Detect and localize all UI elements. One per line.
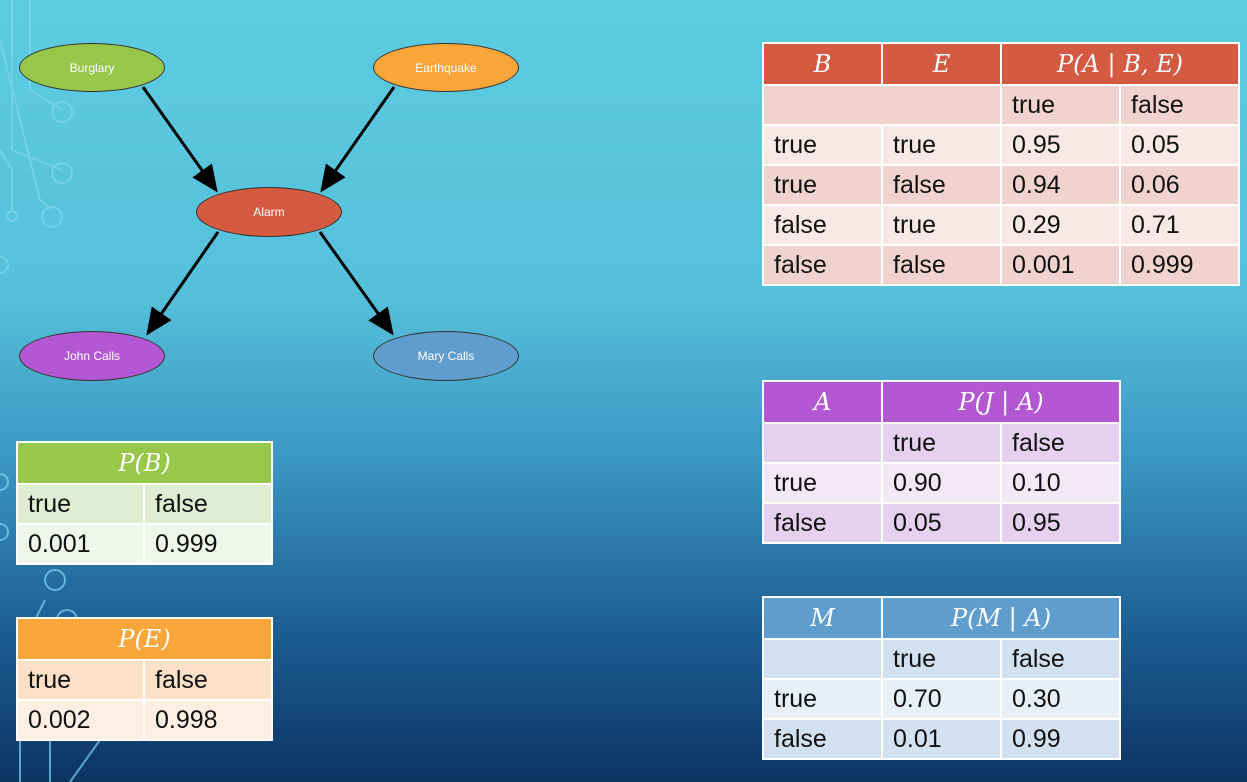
edge-alarm-john (146, 231, 220, 336)
header-p-b: P(B) (16, 441, 273, 485)
cell: 0.10 (1000, 462, 1121, 504)
cell: 0.001 (16, 523, 145, 565)
cell: false (762, 244, 883, 286)
header-e: E (881, 42, 1002, 86)
cell: true (762, 462, 883, 504)
header-p-e: P(E) (16, 617, 273, 661)
cell: 0.90 (881, 462, 1002, 504)
cell: true (762, 164, 883, 206)
table-header-row: B E P(A | B, E) (762, 42, 1240, 86)
table-header-row: P(E) (16, 617, 273, 661)
cell: false (762, 718, 883, 760)
cell: true (762, 124, 883, 166)
edge-burglary-alarm (141, 86, 218, 193)
cell: 0.95 (1000, 502, 1121, 544)
table-subheader-row: true false (762, 84, 1240, 126)
table-row: false true 0.29 0.71 (762, 204, 1240, 246)
table-header-row: A P(J | A) (762, 380, 1121, 424)
cell: 0.94 (1000, 164, 1121, 206)
cell: 0.05 (1119, 124, 1240, 166)
node-earthquake-label: Earthquake (415, 60, 477, 75)
cell: 0.001 (1000, 244, 1121, 286)
subheader-true: true (1000, 84, 1121, 126)
cell: 0.29 (1000, 204, 1121, 246)
cell: 0.70 (881, 678, 1002, 720)
cell: 0.95 (1000, 124, 1121, 166)
label-true: true (16, 483, 145, 525)
node-mary-calls: Mary Calls (373, 331, 519, 381)
table-row: 0.001 0.999 (16, 523, 273, 565)
node-burglary-label: Burglary (69, 60, 115, 75)
cell: 0.30 (1000, 678, 1121, 720)
table-row: true false 0.94 0.06 (762, 164, 1240, 206)
node-mary-label: Mary Calls (417, 349, 475, 363)
alarm-cpt-table: B E P(A | B, E) true false true true 0.9… (762, 42, 1240, 286)
table-row: true 0.90 0.10 (762, 462, 1121, 504)
node-burglary: Burglary (19, 43, 165, 92)
table-row: true true 0.95 0.05 (762, 124, 1240, 166)
mary-calls-cpt-table: M P(M | A) true false true 0.70 0.30 fal… (762, 596, 1121, 760)
empty-cell (762, 638, 883, 680)
label-true: true (16, 659, 145, 701)
header-m: M (762, 596, 883, 640)
empty-cell (762, 84, 1002, 126)
header-p-a: P(A | B, E) (1000, 42, 1240, 86)
edge-alarm-mary (318, 231, 394, 336)
header-p-j: P(J | A) (881, 380, 1121, 424)
edge-earthquake-alarm (320, 86, 396, 193)
cell: 0.999 (143, 523, 273, 565)
node-john-label: John Calls (63, 349, 121, 363)
table-row: false 0.01 0.99 (762, 718, 1121, 760)
subheader-false: false (1000, 422, 1121, 464)
header-p-m: P(M | A) (881, 596, 1121, 640)
header-a: A (762, 380, 883, 424)
header-b: B (762, 42, 883, 86)
table-label-row: true false (16, 659, 273, 701)
table-header-row: M P(M | A) (762, 596, 1121, 640)
table-row: false 0.05 0.95 (762, 502, 1121, 544)
cell: 0.01 (881, 718, 1002, 760)
label-false: false (143, 483, 273, 525)
table-subheader-row: true false (762, 422, 1121, 464)
cell: false (881, 164, 1002, 206)
subheader-false: false (1000, 638, 1121, 680)
cell: 0.998 (143, 699, 273, 741)
table-label-row: true false (16, 483, 273, 525)
john-calls-cpt-table: A P(J | A) true false true 0.90 0.10 fal… (762, 380, 1121, 544)
cell: 0.05 (881, 502, 1002, 544)
node-alarm-label: Alarm (253, 205, 285, 219)
cell: 0.002 (16, 699, 145, 741)
cell: 0.99 (1000, 718, 1121, 760)
empty-cell (762, 422, 883, 464)
table-row: false false 0.001 0.999 (762, 244, 1240, 286)
cell: 0.06 (1119, 164, 1240, 206)
node-earthquake: Earthquake (373, 43, 519, 92)
label-false: false (143, 659, 273, 701)
table-row: 0.002 0.998 (16, 699, 273, 741)
subheader-false: false (1119, 84, 1240, 126)
subheader-true: true (881, 422, 1002, 464)
cell: true (881, 204, 1002, 246)
cell: false (762, 502, 883, 544)
network-edges (141, 86, 396, 336)
cell: true (762, 678, 883, 720)
node-alarm: Alarm (196, 187, 342, 237)
subheader-true: true (881, 638, 1002, 680)
cell: false (881, 244, 1002, 286)
burglary-prior-table: P(B) true false 0.001 0.999 (16, 441, 273, 565)
table-header-row: P(B) (16, 441, 273, 485)
cell: 0.999 (1119, 244, 1240, 286)
cell: false (762, 204, 883, 246)
cell: true (881, 124, 1002, 166)
table-row: true 0.70 0.30 (762, 678, 1121, 720)
cell: 0.71 (1119, 204, 1240, 246)
table-subheader-row: true false (762, 638, 1121, 680)
earthquake-prior-table: P(E) true false 0.002 0.998 (16, 617, 273, 741)
node-john-calls: John Calls (19, 331, 165, 381)
